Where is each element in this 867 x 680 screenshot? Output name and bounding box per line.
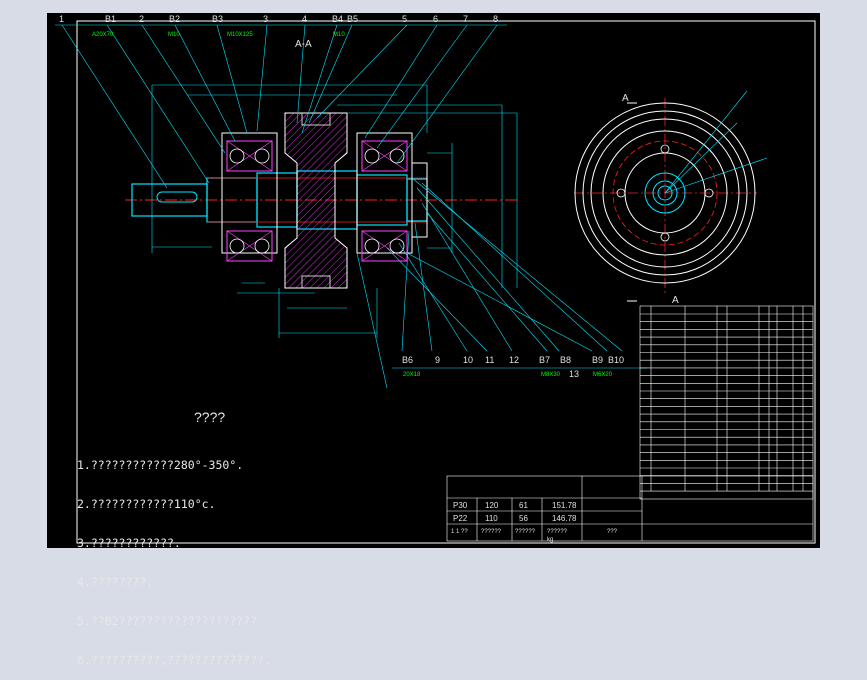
callout-b9: B9: [592, 355, 603, 365]
wheel-section-view: [55, 24, 647, 389]
spec-footer-4: ??????: [547, 529, 568, 535]
technical-notes: 1.????????????280°-350°. 2.????????????1…: [77, 433, 271, 680]
spec-r1-c1: P30: [453, 501, 468, 510]
spec-footer-2: ??????: [481, 529, 502, 535]
callout-sub-b6: 20X18: [403, 372, 421, 378]
note-1: 1.????????????280°-350°.: [77, 458, 244, 472]
callout-b10: B10: [608, 355, 624, 365]
callout-b1: B1: [105, 14, 116, 24]
callout-7: 7: [463, 14, 468, 24]
callout-b5: B5: [347, 14, 358, 24]
notes-title: ????: [194, 409, 226, 425]
wheel-front-view: A A: [574, 90, 768, 306]
note-5: 5.??B2????????????????????: [77, 614, 258, 628]
callout-2: 2: [139, 14, 144, 24]
callout-sub-b2: M10: [168, 32, 180, 38]
callout-sub-b7: M8X30: [541, 372, 561, 378]
spec-r1-c4: 151.78: [552, 501, 577, 510]
callout-sub-b1: A20X70: [92, 32, 114, 38]
callout-3: 3: [263, 14, 268, 24]
note-3: 3.????????????.: [77, 536, 181, 550]
spec-r2-c3: 56: [519, 514, 528, 523]
drawing-svg: 1 B1 2 B2 B3 3 4 B4 B5 5 6 7 8 A20X70 M1…: [55, 14, 816, 544]
spec-r2-c2: 110: [485, 514, 498, 523]
callout-13: 13: [569, 369, 579, 379]
callout-6: 6: [433, 14, 438, 24]
callout-12: 12: [509, 355, 519, 365]
drawing-canvas: 1 B1 2 B2 B3 3 4 B4 B5 5 6 7 8 A20X70 M1…: [47, 13, 820, 667]
view-label-a-top: A: [622, 93, 629, 104]
callout-sub-b9: M6X20: [593, 372, 613, 378]
spec-footer-unit: kg: [547, 537, 553, 543]
callout-5: 5: [402, 14, 407, 24]
callout-sub-b4: M10: [333, 32, 345, 38]
note-2: 2.????????????110°c.: [77, 497, 216, 511]
callout-b3: B3: [212, 14, 223, 24]
callout-b2: B2: [169, 14, 180, 24]
callout-b8: B8: [560, 355, 571, 365]
callout-b4: B4: [332, 14, 343, 24]
drawing-border: [76, 20, 816, 544]
spec-footer-1: 1 1 ??: [451, 529, 468, 535]
note-6: 6.??????????,??????????????.: [77, 653, 271, 667]
callout-1: 1: [59, 14, 64, 24]
spec-r2-c4: 146.78: [552, 514, 577, 523]
callout-sub-b3: M10X125: [227, 32, 253, 38]
note-4: 4.????????.: [77, 575, 154, 589]
bom-table: [639, 305, 814, 500]
view-label-a-bottom: A: [672, 295, 679, 306]
callout-b6: B6: [402, 355, 413, 365]
callout-b7: B7: [539, 355, 550, 365]
callout-9: 9: [435, 355, 440, 365]
callout-8: 8: [493, 14, 498, 24]
spec-table: [446, 475, 814, 542]
spec-title: ???: [607, 529, 618, 535]
callout-10: 10: [463, 355, 473, 365]
spec-r1-c2: 120: [485, 501, 499, 510]
callout-11: 11: [485, 355, 494, 365]
section-label: A-A: [295, 39, 312, 50]
spec-r2-c1: P22: [453, 514, 468, 523]
callout-4: 4: [302, 14, 307, 24]
spec-r1-c3: 61: [519, 501, 528, 510]
spec-footer-3: ??????: [515, 529, 536, 535]
